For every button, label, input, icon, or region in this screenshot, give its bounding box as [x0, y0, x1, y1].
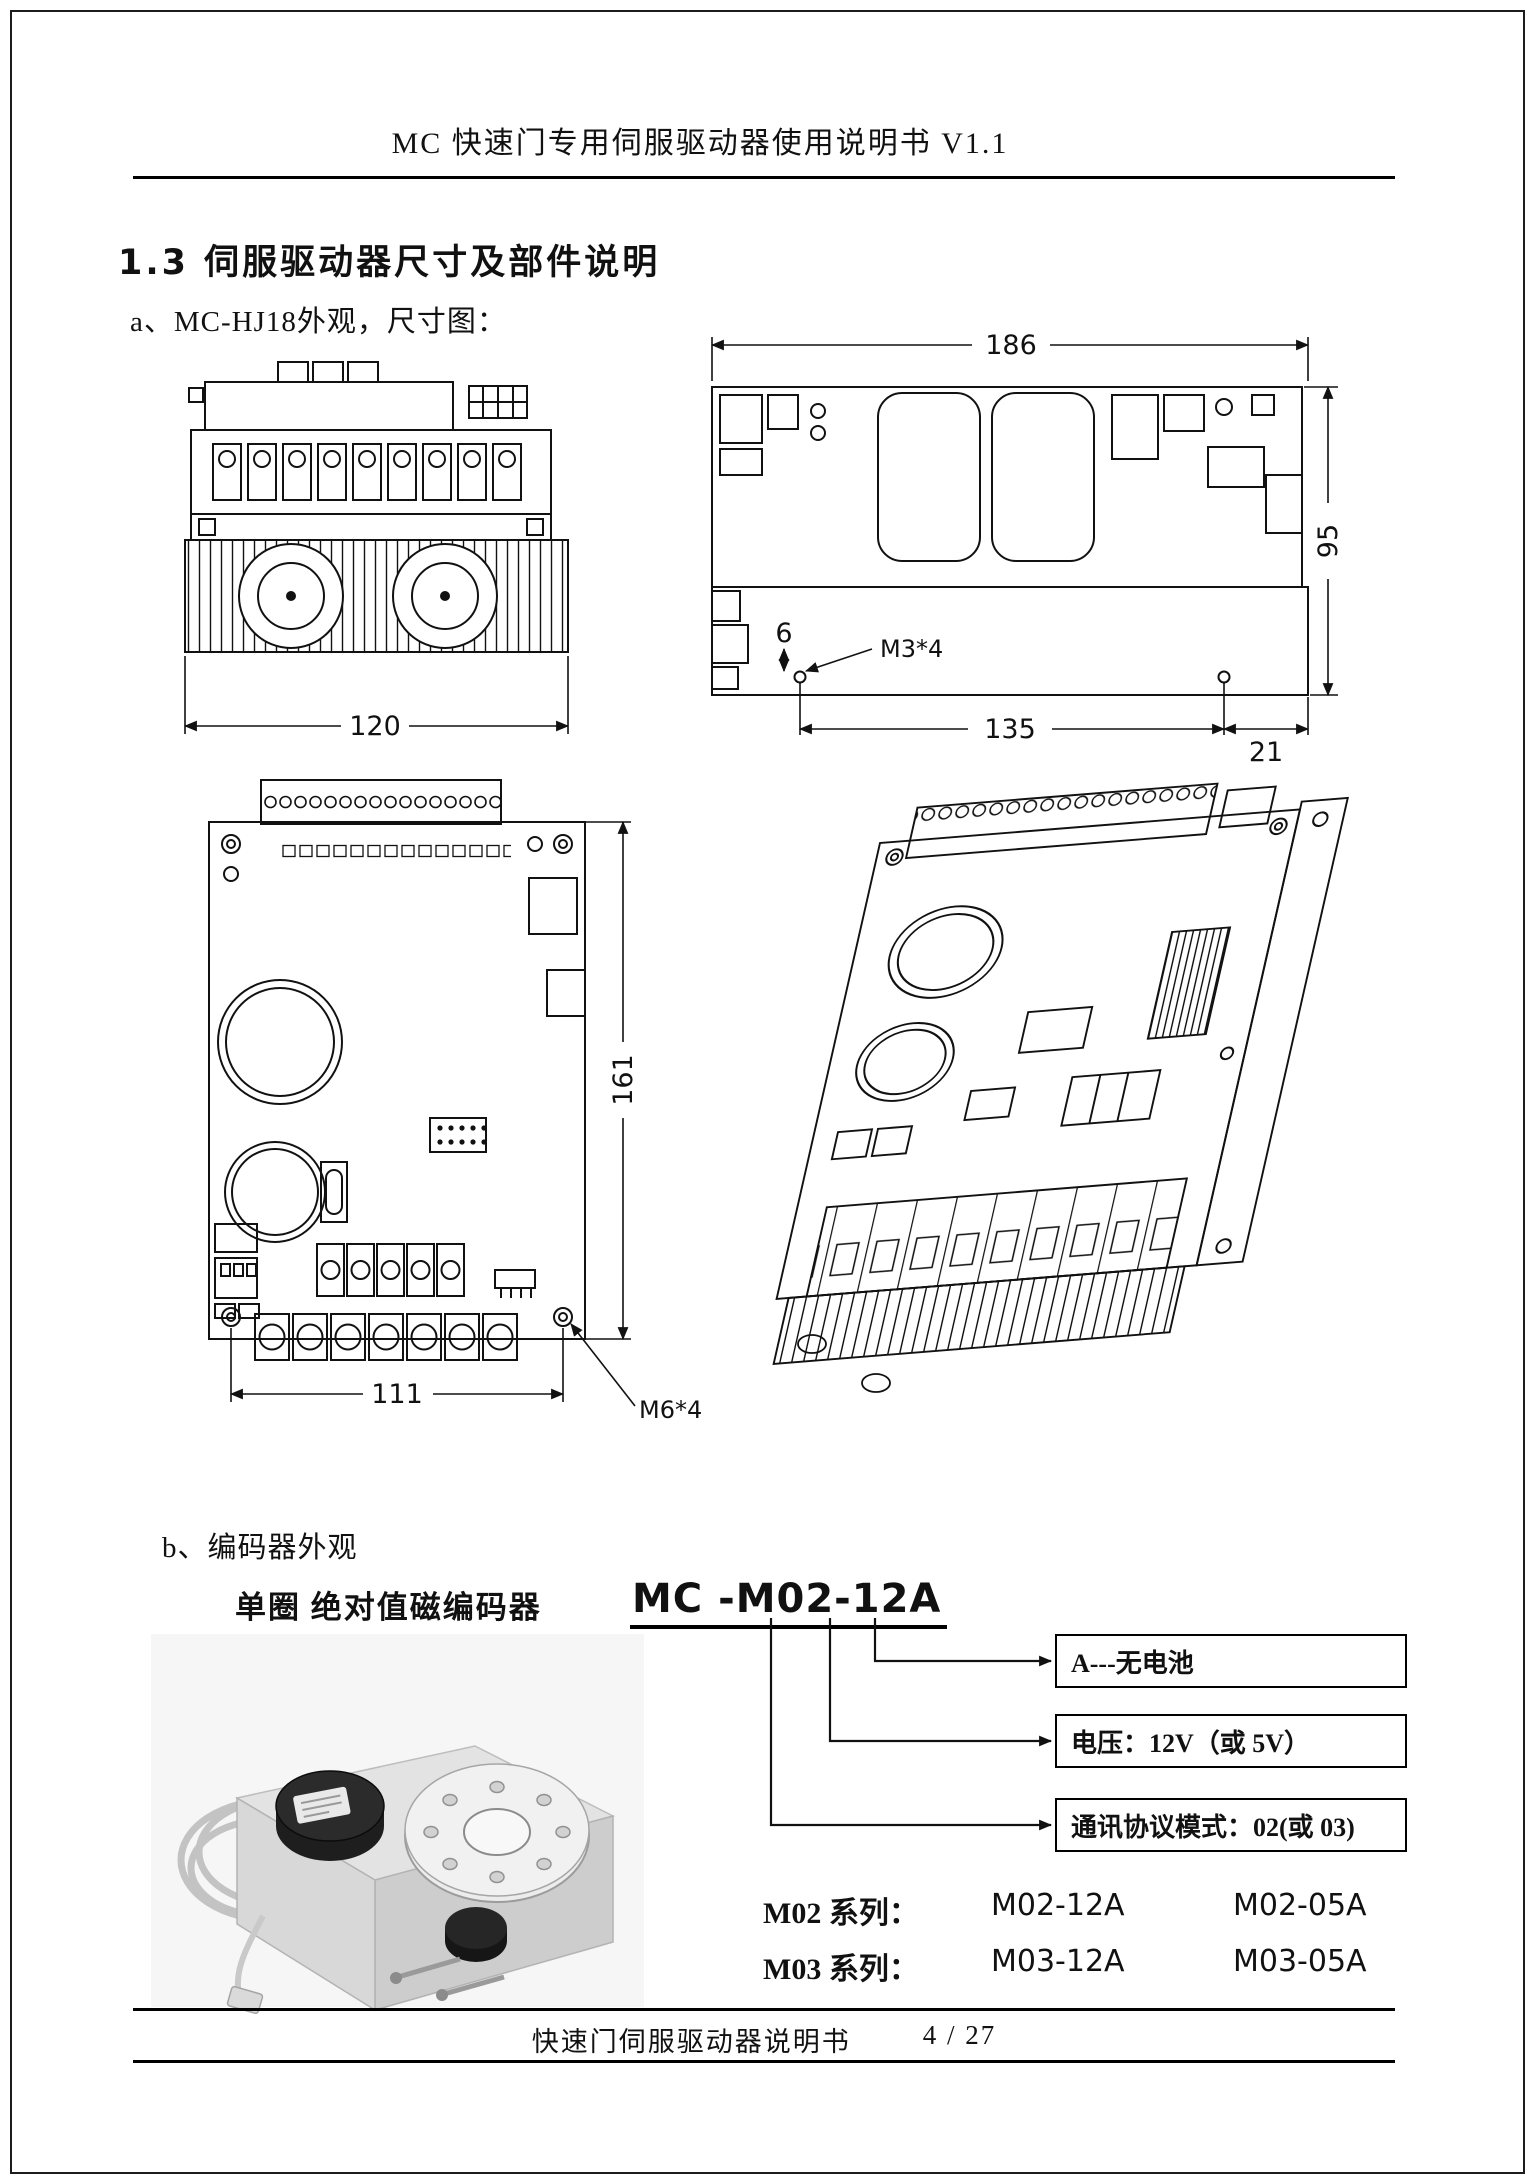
series-row-m02: M02 系列： M02-12A M02-05A: [763, 1888, 1475, 1932]
dim-label-111: 111: [371, 1379, 423, 1410]
series-label-m02: M02 系列：: [763, 1897, 919, 1930]
screw-head: [390, 1972, 402, 1984]
callout-voltage-text: 电压：12V（或 5V）: [1071, 1728, 1311, 1758]
series-item: M02-12A: [991, 1888, 1125, 1923]
screw-label-m3: M3*4: [880, 635, 943, 663]
encoder-sticker: [293, 1786, 351, 1824]
pcb-plan-drawing: 161 111 M6*4: [208, 779, 702, 1424]
screws: [397, 1956, 505, 1997]
header-rule: [133, 176, 1395, 179]
isometric-view-drawing: [772, 782, 1349, 1393]
shaft-knob-top: [445, 1907, 507, 1949]
footer-rule-top: [133, 2008, 1395, 2011]
top-view-drawing: 186 95 6 M3*4 135 21: [710, 330, 1344, 768]
callout-protocol-text: 通讯协议模式：02(或 03): [1071, 1812, 1355, 1842]
page-header-title: MC 快速门专用伺服驱动器使用说明书 V1.1: [391, 127, 1009, 160]
front-view-drawing: 120: [183, 361, 570, 742]
dim-label-95: 95: [1313, 524, 1344, 558]
iso-mount-holes: [797, 1334, 891, 1393]
callout-battery-text: A---无电池: [1071, 1648, 1194, 1678]
page-footer: 快速门伺服驱动器说明书 4 / 27: [133, 2020, 1395, 2059]
dim-label-21: 21: [1249, 737, 1283, 768]
flange-bolt-holes: [423, 1780, 571, 1884]
series-row-m03: M03 系列： M03-12A M03-05A: [763, 1944, 1475, 1988]
dim-label-161: 161: [608, 1054, 639, 1106]
page-border: [10, 10, 1525, 2174]
subsection-a-label: a、MC-HJ18外观，尺寸图：: [130, 306, 507, 338]
encoder-photo: [151, 1634, 644, 2015]
screw-label-m6: M6*4: [639, 1396, 702, 1424]
series-item: M03-05A: [1233, 1944, 1367, 1979]
iso-board: [772, 782, 1349, 1365]
front-view-dimension-lines: [183, 656, 570, 734]
top-view-dimension-lines: [710, 337, 1338, 735]
footer-page-number: 4 / 27: [922, 2020, 997, 2050]
series-item: M03-12A: [991, 1944, 1125, 1979]
footer-rule-bottom: [133, 2060, 1395, 2063]
series-item: M02-05A: [1233, 1888, 1367, 1923]
screw-head: [436, 1989, 448, 2001]
subsection-b-label: b、编码器外观: [162, 1532, 358, 1564]
series-label-m03: M03 系列：: [763, 1953, 919, 1986]
encoder-caption: 单圈 绝对值磁编码器: [235, 1590, 542, 1625]
dim-label-6: 6: [775, 618, 792, 649]
callout-box-battery: A---无电池: [1055, 1634, 1407, 1688]
top-view-body: [711, 386, 1309, 696]
encoder-model-number: MC -M02-12A: [630, 1576, 948, 1629]
pcb-body: [208, 779, 586, 1361]
dim-label-120: 120: [349, 711, 401, 742]
footer-title: 快速门伺服驱动器说明书: [531, 2027, 851, 2057]
dim-label-186: 186: [985, 330, 1037, 361]
section-title: 1.3 伺服驱动器尺寸及部件说明: [118, 243, 661, 283]
front-view-body: [184, 361, 569, 653]
callout-box-voltage: 电压：12V（或 5V）: [1055, 1714, 1407, 1768]
callout-box-protocol: 通讯协议模式：02(或 03): [1055, 1798, 1407, 1852]
dim-label-135: 135: [984, 714, 1036, 745]
model-callout-lines: [769, 1618, 1053, 1831]
flange-center-hole: [463, 1808, 531, 1856]
pcb-dimension-lines: [229, 820, 636, 1407]
